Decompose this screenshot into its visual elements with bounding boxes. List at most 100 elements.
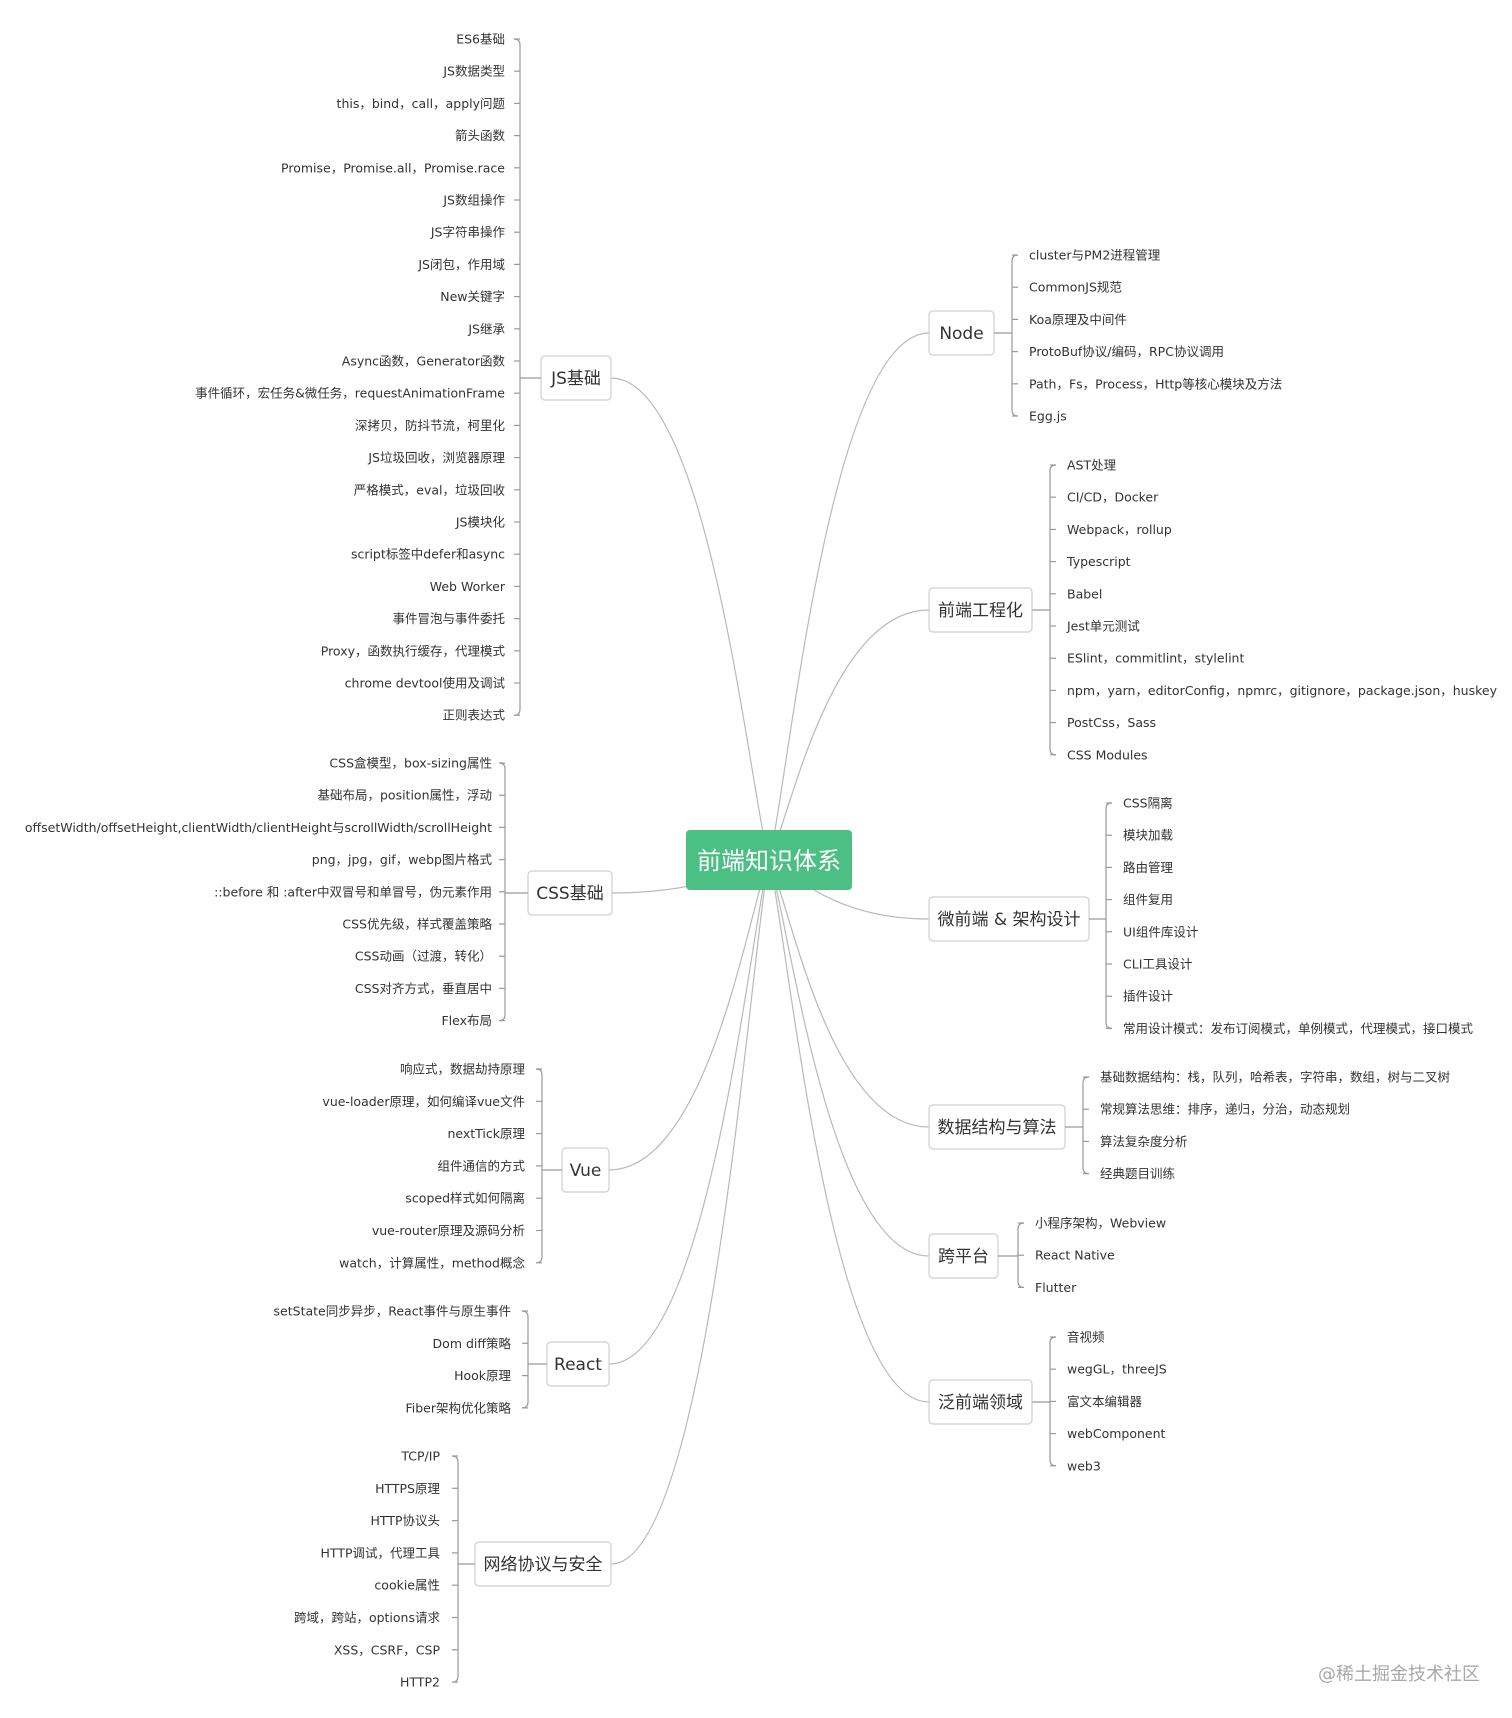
leaf-general-1[interactable]: wegGL，threeJS [1067,1362,1167,1377]
leaf-css-7[interactable]: CSS对齐方式，垂直居中 [355,981,492,996]
leaf-css-0[interactable]: CSS盒模型，box-sizing属性 [329,756,492,771]
leaf-node-4[interactable]: Path，Fs，Process，Http等核心模块及方法 [1029,376,1282,391]
leaf-eng-4[interactable]: Babel [1067,586,1102,601]
leaf-node-5[interactable]: Egg.js [1029,409,1067,424]
leaf-eng-9[interactable]: CSS Modules [1067,747,1148,762]
leaf-react-2[interactable]: Hook原理 [454,1368,511,1383]
leaf-js-9[interactable]: JS继承 [467,321,505,336]
branch-general[interactable]: 泛前端领域音视频wegGL，threeJS富文本编辑器webComponentw… [928,1330,1167,1474]
leaf-eng-8[interactable]: PostCss，Sass [1067,715,1156,730]
leaf-network-7[interactable]: HTTP2 [400,1675,440,1690]
leaf-general-0[interactable]: 音视频 [1067,1330,1105,1345]
leaf-js-5[interactable]: JS数组操作 [442,193,505,208]
leaf-cross-1[interactable]: React Native [1035,1248,1115,1263]
leaf-vue-3[interactable]: 组件通信的方式 [437,1158,525,1173]
leaf-vue-0[interactable]: 响应式，数据劫持原理 [400,1062,526,1077]
leaf-js-15[interactable]: JS模块化 [455,515,506,530]
leaf-js-11[interactable]: 事件循环，宏任务&微任务，requestAnimationFrame [195,386,505,401]
leaf-js-1[interactable]: JS数据类型 [442,64,505,79]
leaf-react-1[interactable]: Dom diff策略 [433,1336,512,1351]
leaf-css-6[interactable]: CSS动画（过渡，转化） [355,949,492,964]
leaf-js-3[interactable]: 箭头函数 [455,128,506,143]
leaf-eng-2[interactable]: Webpack，rollup [1067,522,1172,537]
leaf-js-12[interactable]: 深拷贝，防抖节流，柯里化 [355,418,506,433]
branch-eng[interactable]: 前端工程化AST处理CI/CD，DockerWebpack，rollupType… [928,458,1498,763]
leaf-general-3[interactable]: webComponent [1067,1426,1166,1441]
leaf-network-3[interactable]: HTTP调试，代理工具 [321,1545,441,1560]
leaf-js-7[interactable]: JS闭包，作用域 [417,257,505,272]
leaf-micro-6[interactable]: 插件设计 [1123,989,1173,1004]
leaf-algo-3[interactable]: 经典题目训练 [1100,1166,1176,1181]
leaf-general-2[interactable]: 富文本编辑器 [1067,1394,1143,1409]
leaf-micro-0[interactable]: CSS隔离 [1123,796,1173,811]
branch-js[interactable]: JS基础ES6基础JS数据类型this，bind，call，apply问题箭头函… [195,32,612,723]
leaf-css-3[interactable]: png，jpg，gif，webp图片格式 [312,852,493,867]
leaf-network-1[interactable]: HTTPS原理 [375,1481,440,1496]
leaf-react-0[interactable]: setState同步异步，React事件与原生事件 [274,1304,511,1319]
branch-algo[interactable]: 数据结构与算法基础数据结构：栈，队列，哈希表，字符串，数组，树与二叉树常规算法思… [928,1070,1450,1182]
branch-label-micro: 微前端 & 架构设计 [937,910,1080,930]
leaf-js-13[interactable]: JS垃圾回收，浏览器原理 [367,450,505,465]
leaf-css-2[interactable]: offsetWidth/offsetHeight,clientWidth/cli… [25,820,492,835]
leaf-css-1[interactable]: 基础布局，position属性，浮动 [317,788,492,803]
leaf-vue-4[interactable]: scoped样式如何隔离 [405,1191,525,1206]
leaf-eng-0[interactable]: AST处理 [1067,458,1117,473]
branch-css[interactable]: CSS基础CSS盒模型，box-sizing属性基础布局，position属性，… [25,756,613,1029]
leaf-js-0[interactable]: ES6基础 [456,32,505,47]
leaf-node-1[interactable]: CommonJS规范 [1029,280,1122,295]
leaf-node-3[interactable]: ProtoBuf协议/编码，RPC协议调用 [1029,344,1224,359]
leaf-vue-1[interactable]: vue-loader原理，如何编译vue文件 [322,1094,525,1109]
center-node-box[interactable] [686,830,852,890]
leaf-eng-3[interactable]: Typescript [1066,554,1131,569]
leaf-micro-2[interactable]: 路由管理 [1123,860,1174,875]
leaf-node-2[interactable]: Koa原理及中间件 [1029,312,1127,327]
leaf-js-19[interactable]: Proxy，函数执行缓存，代理模式 [321,643,506,658]
leaf-js-10[interactable]: Async函数，Generator函数 [342,354,506,369]
leaf-cross-2[interactable]: Flutter [1035,1280,1077,1295]
center-node[interactable]: 前端知识体系 [686,830,852,890]
branch-node[interactable]: Nodecluster与PM2进程管理CommonJS规范Koa原理及中间件Pr… [928,248,1282,424]
leaf-micro-5[interactable]: CLI工具设计 [1123,957,1192,972]
branch-vue[interactable]: Vue响应式，数据劫持原理vue-loader原理，如何编译vue文件nextT… [322,1062,610,1271]
leaf-eng-7[interactable]: npm，yarn，editorConfig，npmrc，gitignore，pa… [1067,683,1498,698]
leaf-eng-1[interactable]: CI/CD，Docker [1067,490,1159,505]
leaf-eng-5[interactable]: Jest单元测试 [1066,619,1140,634]
leaf-general-4[interactable]: web3 [1067,1458,1101,1473]
leaf-eng-6[interactable]: ESlint，commitlint，stylelint [1067,651,1244,666]
leaf-css-8[interactable]: Flex布局 [441,1013,492,1028]
leaf-micro-7[interactable]: 常用设计模式：发布订阅模式，单例模式，代理模式，接口模式 [1123,1021,1474,1036]
leaf-js-16[interactable]: script标签中defer和async [351,547,505,562]
leaf-js-21[interactable]: 正则表达式 [442,708,505,723]
leaf-algo-1[interactable]: 常规算法思维：排序，递归，分治，动态规划 [1100,1102,1350,1117]
leaf-algo-2[interactable]: 算法复杂度分析 [1100,1134,1188,1149]
leaf-vue-2[interactable]: nextTick原理 [447,1126,525,1141]
leaf-micro-1[interactable]: 模块加载 [1123,828,1174,843]
leaf-vue-6[interactable]: watch，计算属性，method概念 [339,1255,525,1270]
leaf-js-2[interactable]: this，bind，call，apply问题 [337,96,506,111]
leaf-js-20[interactable]: chrome devtool使用及调试 [345,676,506,691]
leaf-vue-5[interactable]: vue-router原理及源码分析 [372,1223,525,1238]
leaf-micro-4[interactable]: UI组件库设计 [1123,924,1198,939]
leaf-network-6[interactable]: XSS，CSRF，CSP [334,1642,441,1657]
leaf-css-5[interactable]: CSS优先级，样式覆盖策略 [342,917,492,932]
leaf-cross-0[interactable]: 小程序架构，Webview [1035,1216,1166,1231]
leaf-js-14[interactable]: 严格模式，eval，垃圾回收 [354,482,506,497]
leaf-micro-3[interactable]: 组件复用 [1123,892,1173,907]
leaf-react-3[interactable]: Fiber架构优化策略 [405,1400,511,1415]
leaf-css-4[interactable]: ::before 和 :after中双冒号和单冒号，伪元素作用 [214,884,492,899]
leaf-node-0[interactable]: cluster与PM2进程管理 [1029,248,1161,263]
leaf-js-4[interactable]: Promise，Promise.all，Promise.race [281,160,505,175]
leaf-js-8[interactable]: New关键字 [440,289,505,304]
leaf-js-18[interactable]: 事件冒泡与事件委托 [392,611,505,626]
leaf-algo-0[interactable]: 基础数据结构：栈，队列，哈希表，字符串，数组，树与二叉树 [1100,1070,1450,1085]
leaf-js-17[interactable]: Web Worker [430,579,506,594]
leaf-js-6[interactable]: JS字符串操作 [430,225,506,240]
leaf-network-4[interactable]: cookie属性 [374,1578,440,1593]
leaf-network-2[interactable]: HTTP协议头 [371,1513,441,1528]
leaf-network-5[interactable]: 跨域，跨站，options请求 [294,1610,441,1625]
branch-network[interactable]: 网络协议与安全TCP/IPHTTPS原理HTTP协议头HTTP调试，代理工具co… [294,1449,612,1690]
leaf-network-0[interactable]: TCP/IP [400,1449,440,1464]
